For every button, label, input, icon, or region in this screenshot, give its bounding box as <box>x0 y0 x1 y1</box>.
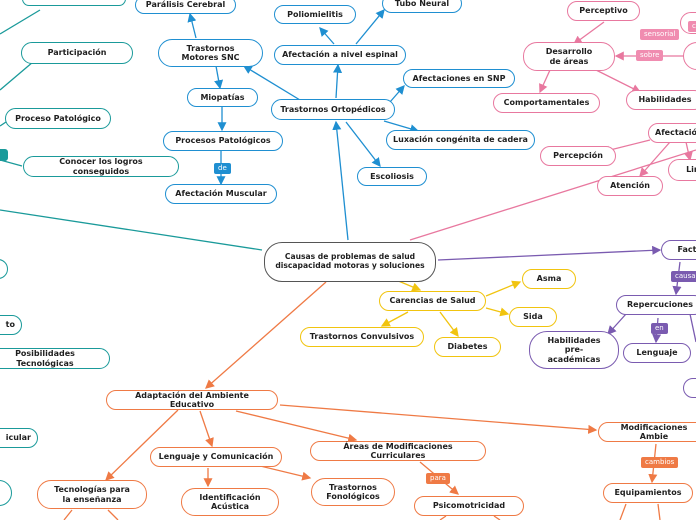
node-proceso-patologico[interactable]: Proceso Patológico <box>5 108 111 129</box>
node-posibilidades-tecnologicas[interactable]: Posibilidades Tecnológicas <box>0 348 110 369</box>
node-asma[interactable]: Asma <box>522 269 576 289</box>
node-afectacion-espinal[interactable]: Afectación a nivel espinal <box>274 45 406 65</box>
node-psicomotricidad[interactable]: Psicomotricidad <box>414 496 524 516</box>
node-habilidades-preacademicas[interactable]: Habilidades pre- académicas <box>529 331 619 369</box>
node-repercusiones[interactable]: Repercuciones <box>616 295 696 315</box>
edge-adaptacion-modificaciones <box>279 404 598 434</box>
node-trastornos-fonologicos[interactable]: Trastornos Fonológicos <box>311 478 395 506</box>
edge-equip-down-left <box>619 503 627 520</box>
edge-equip-down-right <box>657 503 661 520</box>
edge-ortopedicos-snp <box>389 85 405 103</box>
node-tecnologias-ensenanza[interactable]: Tecnologías para la enseñanza <box>37 480 147 509</box>
node-percepcion[interactable]: Percepción <box>540 146 616 166</box>
node-miopatias[interactable]: Miopatías <box>187 88 258 107</box>
node-teal-left-marker <box>0 149 8 161</box>
node-perceptivo[interactable]: Perceptivo <box>567 1 640 21</box>
edge-afect-limi <box>683 141 693 162</box>
node-areas-modificaciones[interactable]: Áreas de Modificaciones Curriculares <box>310 441 486 461</box>
node-identificacion-acustica[interactable]: Identificación Acústica <box>181 488 279 516</box>
edge-central-ortopedicos <box>332 120 349 241</box>
node-sida[interactable]: Sida <box>509 307 557 327</box>
tag-cut: co <box>688 21 696 33</box>
node-trastornos-convulsivos[interactable]: Trastornos Convulsivos <box>300 327 424 347</box>
edge-top-left <box>0 9 41 35</box>
node-trastornos-ortopedicos[interactable]: Trastornos Ortopédicos <box>271 99 395 120</box>
node-lenguaje-comunicacion[interactable]: Lenguaje y Comunicación <box>150 447 282 467</box>
edge-ortopedicos-espinal <box>332 63 343 99</box>
node-afectacion[interactable]: Afectació <box>648 123 696 143</box>
edge-perceptivo-desarrollo <box>572 21 605 45</box>
node-poliomielitis[interactable]: Poliomielitis <box>274 5 356 24</box>
tag-sensorial: sensorial <box>640 29 680 41</box>
node-comportamentales[interactable]: Comportamentales <box>493 93 600 113</box>
edge-psico-down-left <box>439 515 447 520</box>
edge-espinal-polio <box>319 27 335 45</box>
node-diabetes[interactable]: Diabetes <box>434 337 501 357</box>
node-lenguaje[interactable]: Lenguaje <box>623 343 691 363</box>
edge-snc-paralisis <box>187 12 197 39</box>
edge-carencias-diabetes <box>439 311 459 338</box>
node-habilidades[interactable]: Habilidades <box>626 90 696 110</box>
edge-snc-miopatias <box>214 65 224 90</box>
node-luxacion-cadera[interactable]: Luxación congénita de cadera <box>386 130 535 150</box>
node-desarrollo-areas[interactable]: Desarrollo de áreas <box>523 42 615 71</box>
tag-cambios: cambios <box>641 457 679 469</box>
edge-rep-right <box>689 313 696 343</box>
edge-desarrollo-habilidades <box>595 69 642 93</box>
node-trastornos-snc[interactable]: Trastornos Motores SNC <box>158 39 263 67</box>
edge-carencias-asma <box>485 280 522 297</box>
node-purple-right-edge[interactable] <box>683 378 696 398</box>
tag-para: para <box>426 473 450 485</box>
edge-carencias-sida <box>485 307 510 317</box>
edge-espinal-tubo <box>355 8 385 45</box>
node-conocer-logros[interactable]: Conocer los logros conseguidos <box>23 156 179 177</box>
edge-afect-atencion <box>639 141 671 177</box>
node-afectacion-muscular[interactable]: Afectación Muscular <box>165 184 277 204</box>
tag-sobre: sobre <box>636 50 664 62</box>
edge-adaptacion-lenguaje <box>199 410 214 448</box>
node-escoliosis[interactable]: Escoliosis <box>357 167 427 186</box>
node-atencion[interactable]: Atención <box>597 176 663 196</box>
node-equipamientos[interactable]: Equipamientos <box>603 483 693 503</box>
edge-adaptacion-tecnologias <box>105 409 179 481</box>
edge-rep-hab <box>607 313 627 335</box>
edge-desarrollo-comport <box>539 69 551 94</box>
tag-de: de <box>214 163 231 175</box>
edge-tec-down-left <box>63 509 73 520</box>
edge-psico-down-right <box>493 515 501 520</box>
edge-conocer-left <box>0 159 23 167</box>
node-tubo-neural[interactable]: Tubo Neural <box>382 0 462 13</box>
edge-central-pink <box>409 149 696 241</box>
node-afecciones-snp[interactable]: Afectaciones en SNP <box>403 69 515 88</box>
edge-carencias-convulsivos <box>380 311 409 327</box>
edge-central-factores <box>437 245 662 261</box>
edge-central-adaptacion <box>205 281 327 389</box>
node-carencias-salud[interactable]: Carencias de Salud <box>379 291 486 311</box>
edge-ortopedicos-escoliosis <box>345 121 381 168</box>
node-teal-left-2[interactable]: to <box>0 315 22 335</box>
tag-causan: causa <box>671 271 696 283</box>
node-top-left-partial[interactable] <box>22 0 126 6</box>
edge-ortopedicos-luxacion <box>383 120 420 134</box>
node-procesos-patologicos[interactable]: Procesos Patológicos <box>163 131 283 151</box>
node-factores[interactable]: Facto <box>661 240 696 260</box>
node-teal-left-3[interactable]: icular <box>0 428 38 448</box>
node-modificaciones-ambientales[interactable]: Modificaciones Ambie <box>598 422 696 442</box>
node-participacion[interactable]: Participación <box>21 42 133 64</box>
tag-en: en <box>651 323 668 335</box>
edge-ortopedicos-snc <box>242 65 301 101</box>
node-limitaciones[interactable]: Limi <box>668 159 696 181</box>
edge-tec-down-right <box>107 509 119 520</box>
node-adaptacion-ambiente[interactable]: Adaptación del Ambiente Educativo <box>106 390 278 410</box>
node-paralisis-cerebral[interactable]: Parálisis Cerebral <box>135 0 236 14</box>
central-topic[interactable]: Causas de problemas de salud discapacida… <box>264 242 436 282</box>
edge-central-teal <box>0 209 263 251</box>
edge-adaptacion-areas <box>235 410 358 443</box>
